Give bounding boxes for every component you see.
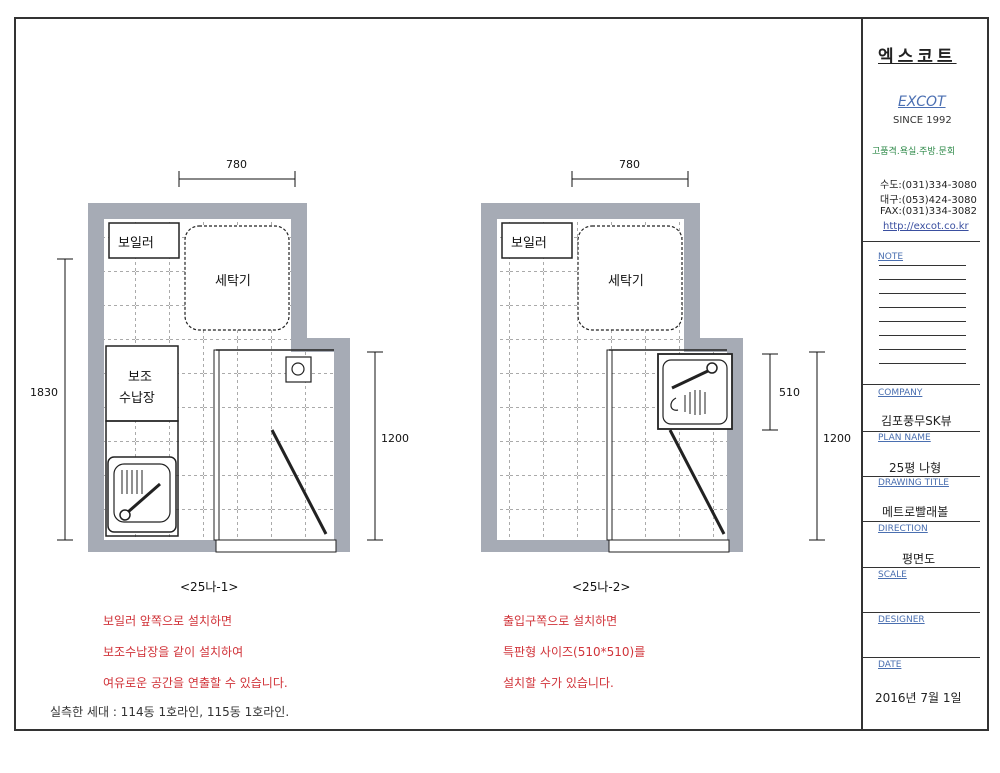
plan-2-note-3: 설치할 수가 있습니다. — [503, 676, 614, 690]
direction-label: DIRECTION — [878, 524, 928, 534]
title-block-divider — [861, 17, 863, 731]
tb-separator — [862, 476, 980, 477]
website-link[interactable]: http://excot.co.kr — [883, 221, 969, 232]
plan-1-dim-right-label: 1200 — [381, 432, 409, 445]
direction-value: 평면도 — [902, 552, 936, 566]
designer-label: DESIGNER — [878, 615, 925, 625]
plan-1-note-1: 보일러 앞쪽으로 설치하면 — [103, 614, 233, 628]
plan-1-storage-label-1: 보조 — [128, 370, 152, 385]
plan-1-storage-box — [105, 345, 179, 422]
note-line — [879, 307, 966, 308]
note-line — [879, 279, 966, 280]
plan-1 — [57, 171, 383, 553]
tb-separator — [862, 384, 980, 385]
tb-separator — [862, 657, 980, 658]
plan-2-dim-right-label: 1200 — [823, 432, 851, 445]
note-line — [879, 321, 966, 322]
plan-1-washer-box — [184, 225, 290, 331]
plan-2-caption: <25나-2> — [572, 580, 631, 594]
plan-2-note-2: 특판형 사이즈(510*510)를 — [503, 645, 646, 659]
drawing-frame — [14, 17, 989, 731]
plan-1-washer-label: 세탁기 — [215, 274, 251, 289]
note-label: NOTE — [878, 252, 904, 262]
date-label: DATE — [878, 660, 902, 670]
plan-2-dim-sink-label: 510 — [779, 386, 800, 399]
contact-suwon: 수도:(031)334-3080 — [880, 180, 977, 191]
plan-2-washer-box — [577, 225, 683, 331]
plan-2-washer-label: 세탁기 — [608, 274, 644, 289]
plan-1-boiler-box — [108, 222, 180, 259]
tb-separator — [862, 241, 980, 242]
plan-1-boiler-label: 보일러 — [118, 236, 154, 251]
plan-2-dim-top-label: 780 — [619, 158, 640, 171]
note-line — [879, 349, 966, 350]
plan-2 — [481, 171, 825, 553]
plan-name-label: PLAN NAME — [878, 433, 931, 443]
note-line — [879, 265, 966, 266]
washbasin-icon — [657, 353, 733, 430]
plan-1-storage-lower — [105, 420, 179, 537]
contact-fax: FAX:(031)334-3082 — [880, 206, 977, 217]
plan-1-dim-top-label: 780 — [226, 158, 247, 171]
plan-1-caption: <25나-1> — [180, 580, 239, 594]
company-value: 김포풍무SK뷰 — [881, 414, 952, 428]
note-line — [879, 363, 966, 364]
plan-1-dim-left-label: 1830 — [30, 386, 58, 399]
floor-drain-icon — [285, 356, 312, 383]
survey-footer: 실측한 세대 : 114동 1호라인, 115동 1호라인. — [50, 705, 290, 719]
brand-since: SINCE 1992 — [893, 115, 952, 126]
door-swing-icon — [608, 429, 730, 553]
plan-2-dim-sink — [762, 353, 778, 431]
tb-separator — [862, 431, 980, 432]
washbasin-icon — [107, 456, 177, 533]
scale-label: SCALE — [878, 570, 907, 580]
tb-separator — [862, 521, 980, 522]
plan-2-boiler-label: 보일러 — [511, 236, 547, 251]
company-label: COMPANY — [878, 388, 923, 398]
plan-2-boiler-box — [501, 222, 573, 259]
door-swing-icon — [215, 429, 337, 553]
plan-1-note-2: 보조수납장을 같이 설치하여 — [103, 645, 244, 659]
plan-2-note-1: 출입구쪽으로 설치하면 — [503, 614, 618, 628]
tb-separator — [862, 567, 980, 568]
plan-1-storage-label-2: 수납장 — [119, 391, 155, 406]
drawing-title-label: DRAWING TITLE — [878, 478, 949, 488]
tb-separator — [862, 612, 980, 613]
plan-1-dim-top — [178, 171, 296, 187]
drawing-title-value: 메트로빨래볼 — [882, 505, 949, 519]
plan-2-dim-right — [809, 351, 825, 541]
brand-name-kr: 엑스코트 — [878, 47, 957, 67]
note-line — [879, 335, 966, 336]
plan-1-dim-right — [367, 351, 383, 541]
plan-name-value: 25평 나형 — [889, 461, 942, 475]
plan-1-dim-left — [57, 258, 73, 541]
contact-daegu: 대구:(053)424-3080 — [880, 195, 977, 206]
plan-1-note-3: 여유로운 공간을 연출할 수 있습니다. — [103, 676, 288, 690]
brand-business: 고품격.욕실.주방.문회 — [872, 147, 956, 157]
brand-name-en: EXCOT — [898, 94, 946, 110]
note-line — [879, 293, 966, 294]
date-value: 2016년 7월 1일 — [875, 691, 962, 705]
plan-2-dim-top — [571, 171, 689, 187]
